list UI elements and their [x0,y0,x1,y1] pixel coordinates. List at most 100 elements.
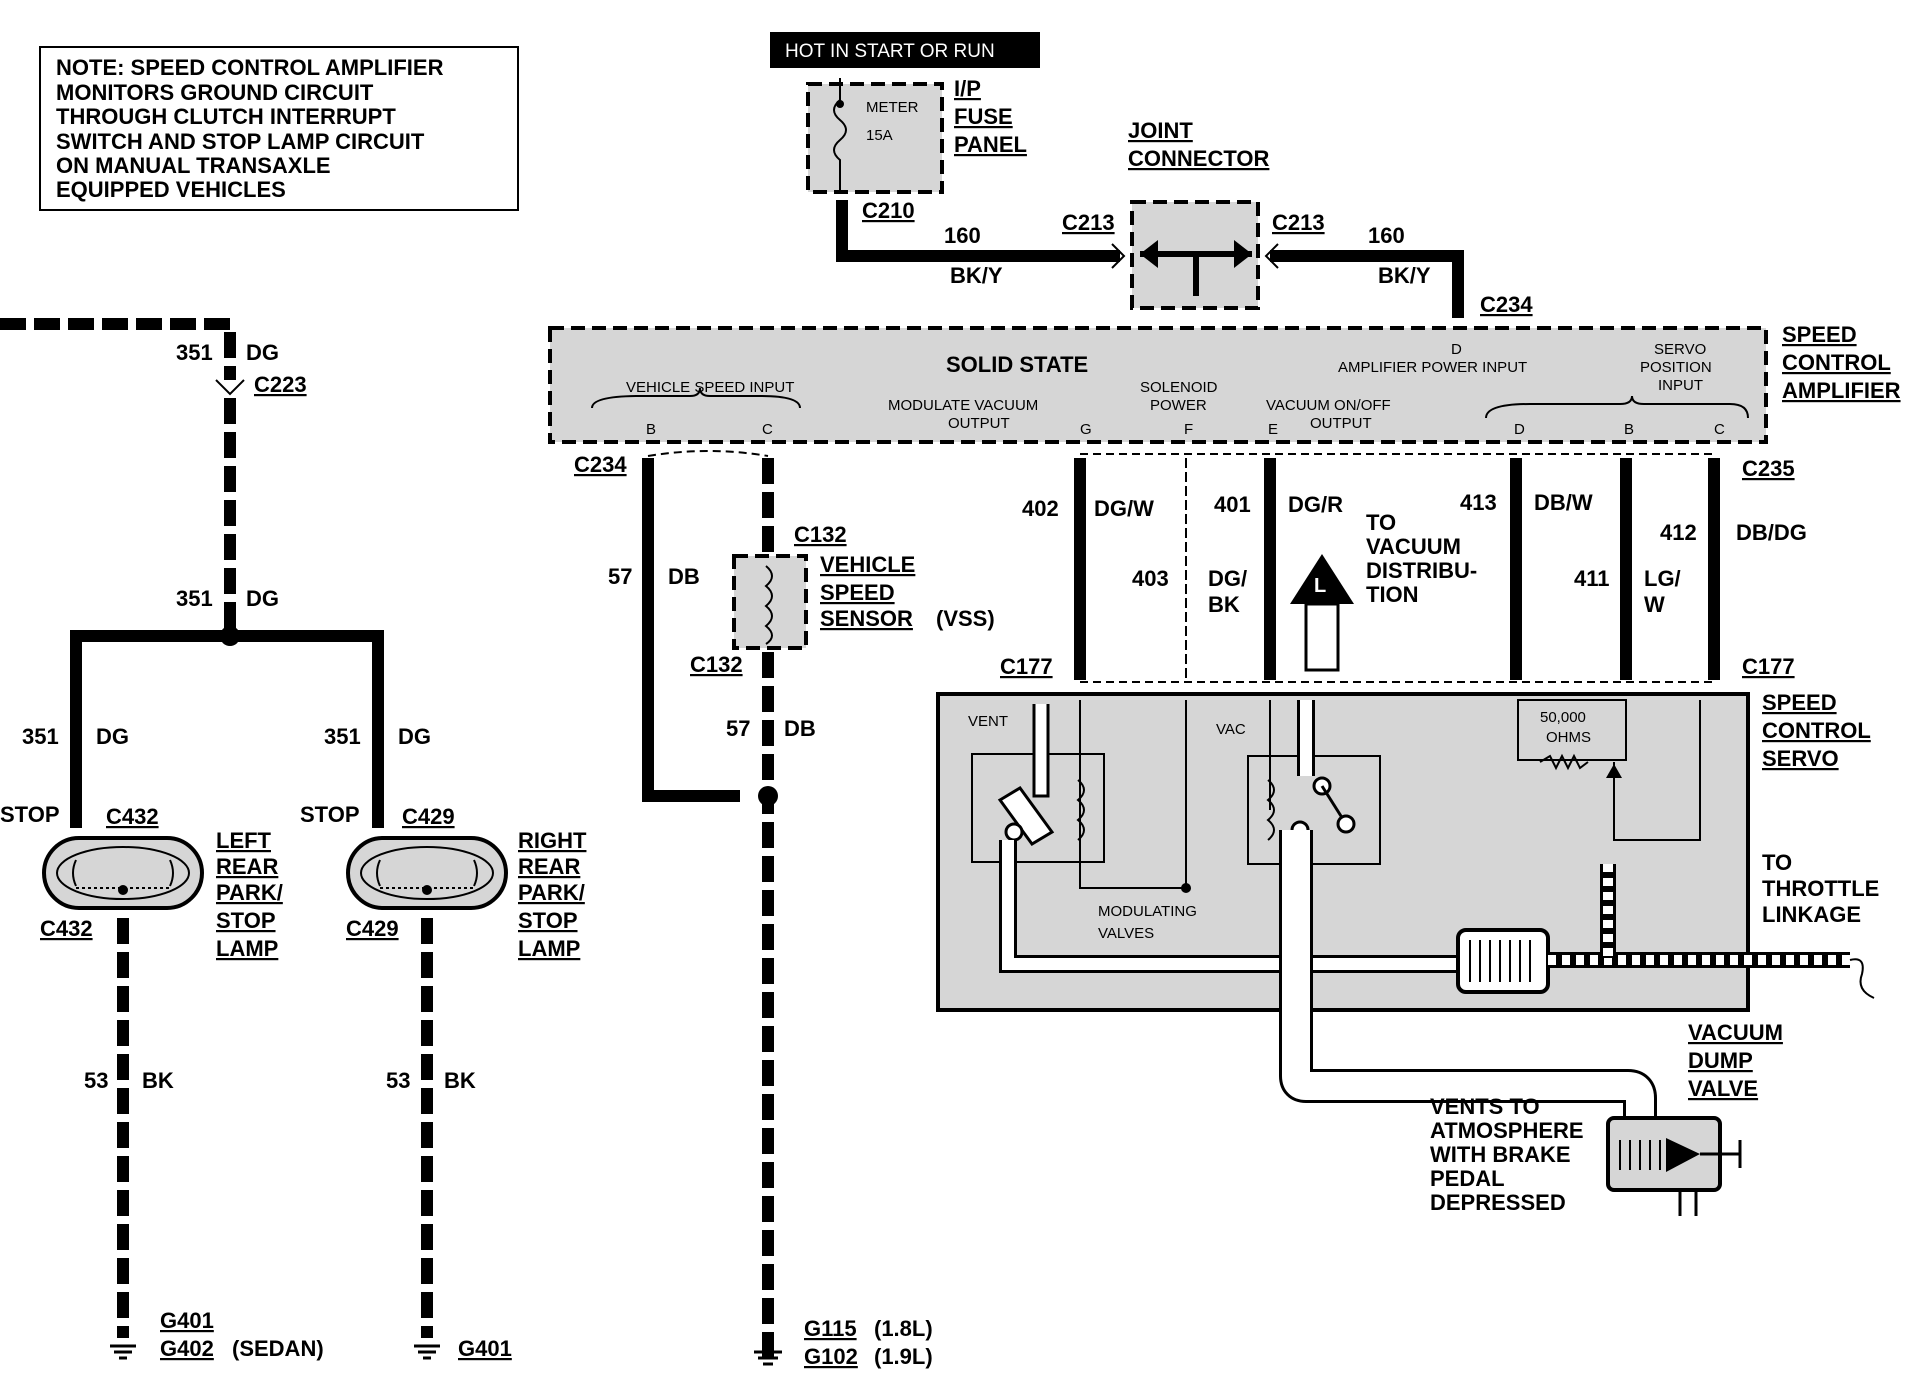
stop-circuit-labels: 351 DG C223 351 DG 351 DG 351 DG STOP ST… [0,340,455,941]
conn-c235: C235 [1742,456,1795,481]
vacuum-dump-valve: VACUUM DUMP VALVE VENTS TO ATMOSPHERE WI… [1430,1020,1783,1216]
servo-position: POSITION [1640,359,1712,376]
color-bk: BK [142,1068,174,1093]
circuit-351: 351 [176,340,213,365]
note-line: NOTE: SPEED CONTROL AMPLIFIER [56,55,444,80]
conn-c429: C429 [346,916,399,941]
amp-label: AMPLIFIER [1782,378,1901,403]
ground-g115: G115 G102 (1.8L) (1.9L) [754,1316,933,1369]
conn-c132-bottom: C132 [690,652,743,677]
wire-num: 403 [1132,566,1169,591]
right-rear-lamp: RIGHT REAR PARK/ STOP LAMP 53 BK G401 [346,828,587,1361]
circuit-53: 53 [84,1068,108,1093]
color-bk: BK [444,1068,476,1093]
vss-label: SPEED [820,580,895,605]
left-rear-lamp: LEFT REAR PARK/ STOP LAMP 53 BK G401 G40… [42,828,324,1361]
note-line: ON MANUAL TRANSAXLE [56,153,331,178]
conn-c223: C223 [254,372,307,397]
pin: B [646,421,656,438]
amp-label: SPEED [1782,322,1857,347]
vss-label: VEHICLE [820,552,915,577]
ground-note: (1.8L) [874,1316,933,1341]
note-line: THROUGH CLUTCH INTERRUPT [56,104,396,129]
conn-c213-right: C213 [1272,210,1325,235]
to-vacuum: DISTRIBU- [1366,558,1477,583]
note-line: MONITORS GROUND CIRCUIT [56,80,374,105]
hot-label-text: HOT IN START OR RUN [785,41,995,62]
vacuum-onoff: VACUUM ON/OFF [1266,397,1391,414]
wire-num: 401 [1214,492,1251,517]
servo-position: INPUT [1658,377,1703,394]
throttle-label: LINKAGE [1762,902,1861,927]
modulate-vacuum: MODULATE VACUUM [888,397,1038,414]
circuit-53: 53 [386,1068,410,1093]
color-bky-right: BK/Y [1378,263,1431,288]
ohms-label: 50,000 [1540,709,1586,726]
ground-label: G401 [458,1336,512,1361]
vss-label: SENSOR [820,606,913,631]
left-lamp-label: REAR [216,854,278,879]
circuit-351: 351 [22,724,59,749]
color-dg: DG [246,586,279,611]
vents-note: WITH BRAKE [1430,1142,1571,1167]
servo-position: SERVO [1654,341,1706,358]
fuse-rating: 15A [866,127,893,144]
stop-label: STOP [0,802,60,827]
circuit-351: 351 [324,724,361,749]
conn-c432: C432 [40,916,93,941]
ground-label: G102 [804,1344,858,1369]
servo-label: SPEED [1762,690,1837,715]
ground-note: (SEDAN) [232,1336,324,1361]
wire-num: 413 [1460,490,1497,515]
amp-power-input: AMPLIFIER POWER INPUT [1338,359,1527,376]
note-line: EQUIPPED VEHICLES [56,177,286,202]
joint-label: JOINT [1128,118,1193,143]
to-vacuum: TO [1366,510,1396,535]
right-lamp-label: REAR [518,854,580,879]
conn-c432: C432 [106,804,159,829]
vents-note: VENTS TO [1430,1094,1540,1119]
connector-c210: C210 [862,198,915,223]
wire-num: 402 [1022,496,1059,521]
wire-351-top [0,318,236,380]
joint-connector: JOINT CONNECTOR C213 C213 160 BK/Y 160 B… [944,118,1431,310]
fuse-panel-label: I/P [954,76,981,101]
speed-control-servo: SPEED CONTROL SERVO VENT VAC MODULATING … [936,690,1879,1118]
speed-control-amplifier: C234 D SOLID STATE VEHICLE SPEED INPUT M… [548,292,1901,481]
to-vacuum: TION [1366,582,1419,607]
circuit-57: 57 [608,564,632,589]
vss-suffix: (VSS) [936,606,995,631]
modulating-label: MODULATING [1098,903,1197,920]
dump-valve-label: VALVE [1688,1076,1758,1101]
throttle-label: TO [1762,850,1792,875]
pin: D [1514,421,1525,438]
circuit-351: 351 [176,586,213,611]
wire-color: W [1644,592,1665,617]
left-lamp-label: LEFT [216,828,272,853]
wire-color: LG/ [1644,566,1681,591]
left-lamp-label: PARK/ [216,880,283,905]
conn-c177-right: C177 [1742,654,1795,679]
pin-d-top: D [1451,341,1462,358]
ground-label: G115 [804,1316,857,1341]
color-dg: DG [398,724,431,749]
color-dg: DG [246,340,279,365]
vac-label: VAC [1216,721,1246,738]
right-lamp-label: LAMP [518,936,580,961]
right-lamp-label: PARK/ [518,880,585,905]
wire-160-right [1270,250,1464,318]
pin: G [1080,421,1092,438]
conn-c177-left: C177 [1000,654,1053,679]
wire-num: 412 [1660,520,1697,545]
wire-color: DG/ [1208,566,1247,591]
conn-c132-top: C132 [794,522,847,547]
color-dg: DG [96,724,129,749]
wire-color: BK [1208,592,1240,617]
fuse-panel: METER 15A I/P FUSE PANEL C210 [806,76,1027,223]
hot-label: HOT IN START OR RUN [770,32,1040,68]
pin: C [1714,421,1725,438]
vents-note: PEDAL [1430,1166,1505,1191]
ground-label: G401 [160,1308,214,1333]
pin: E [1268,421,1278,438]
fuse-name: METER [866,99,919,116]
